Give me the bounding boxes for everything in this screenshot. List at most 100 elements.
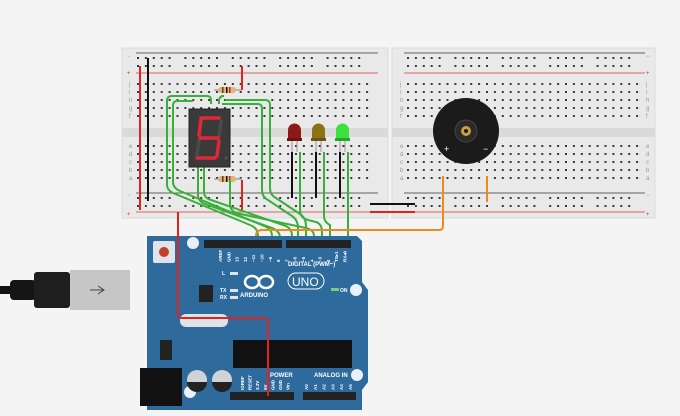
hole: [478, 169, 481, 171]
hole: [216, 99, 218, 101]
hole: [501, 91, 504, 93]
hole: [541, 107, 544, 109]
model-label: UNO: [292, 275, 319, 289]
hole: [407, 83, 409, 85]
hole: [549, 153, 552, 155]
hole: [478, 197, 481, 199]
analog-header[interactable]: [303, 392, 356, 400]
pin-label: A0: [304, 384, 309, 390]
led-yellow[interactable]: [311, 123, 326, 153]
hole: [517, 177, 520, 179]
seven-segment-display[interactable]: 5: [188, 108, 231, 168]
hole: [509, 115, 512, 117]
power-header[interactable]: [230, 392, 294, 400]
hole: [462, 205, 465, 207]
hole: [295, 205, 297, 207]
hole: [509, 145, 512, 147]
hole: [137, 169, 139, 171]
pin-label: A2: [322, 384, 327, 390]
hole: [430, 197, 433, 199]
hole: [612, 153, 615, 155]
hole: [137, 57, 139, 59]
wire-red-5v[interactable]: [177, 212, 269, 396]
hole: [501, 115, 504, 117]
hole: [588, 145, 591, 147]
wire-orange[interactable]: [255, 176, 444, 243]
hole: [628, 65, 631, 67]
hole: [470, 91, 473, 93]
pin-label: ~9: [268, 256, 273, 262]
atmega-chip: [233, 340, 352, 368]
hole: [247, 197, 250, 199]
hole: [612, 107, 615, 109]
hole: [533, 169, 536, 171]
hole: [493, 161, 496, 163]
hole: [358, 107, 361, 109]
hole: [628, 161, 631, 163]
hole: [310, 153, 313, 155]
hole: [326, 57, 329, 59]
hole: [271, 91, 274, 93]
hole: [565, 145, 567, 147]
hole: [501, 145, 504, 147]
pin-label: ~11: [251, 254, 256, 262]
hole: [358, 145, 361, 147]
hole: [486, 99, 488, 101]
hole: [604, 83, 607, 85]
digital-header-2[interactable]: [286, 240, 351, 248]
hole: [144, 83, 147, 85]
hole: [176, 153, 179, 155]
hole: [255, 65, 258, 67]
pin-label: RX◂0: [343, 250, 348, 262]
hole: [295, 153, 297, 155]
hole: [517, 107, 520, 109]
hole: [446, 91, 449, 93]
hole: [239, 197, 242, 199]
hole: [438, 83, 441, 85]
hole: [509, 65, 512, 67]
hole: [549, 83, 552, 85]
pin-label: 8: [276, 259, 281, 262]
hole: [200, 91, 203, 93]
piezo-buzzer[interactable]: + −: [433, 98, 499, 164]
led-red[interactable]: [287, 123, 302, 153]
hole: [572, 169, 575, 171]
hole: [565, 115, 567, 117]
hole: [223, 169, 226, 171]
hole: [310, 169, 313, 171]
hole: [541, 91, 544, 93]
hole: [438, 65, 441, 67]
power-jack[interactable]: [140, 368, 182, 406]
hole: [438, 153, 441, 155]
digital-header-1[interactable]: [204, 240, 282, 248]
hole: [287, 161, 290, 163]
pin-label: ~6: [293, 256, 298, 262]
hole: [302, 161, 305, 163]
hole: [247, 107, 250, 109]
hole: [470, 57, 473, 59]
pin-label: 3.3V: [255, 381, 260, 390]
breadboard-right[interactable]: [391, 47, 656, 219]
hole: [271, 107, 274, 109]
hole: [318, 83, 321, 85]
hole: [493, 99, 496, 101]
resistor-top[interactable]: [214, 87, 242, 93]
hole: [168, 205, 171, 207]
hole: [326, 107, 329, 109]
usb-cable[interactable]: [0, 270, 130, 310]
hole: [279, 161, 282, 163]
green-wires[interactable]: [166, 95, 349, 243]
hole: [438, 161, 441, 163]
row-letter: h: [400, 98, 403, 104]
hole: [580, 169, 583, 171]
hole: [168, 197, 171, 199]
hole: [295, 57, 297, 59]
hole: [263, 115, 266, 117]
led-green[interactable]: [335, 123, 350, 153]
hole: [350, 115, 353, 117]
hole: [350, 205, 353, 207]
hole: [422, 169, 425, 171]
resistor-bottom[interactable]: [214, 176, 242, 182]
